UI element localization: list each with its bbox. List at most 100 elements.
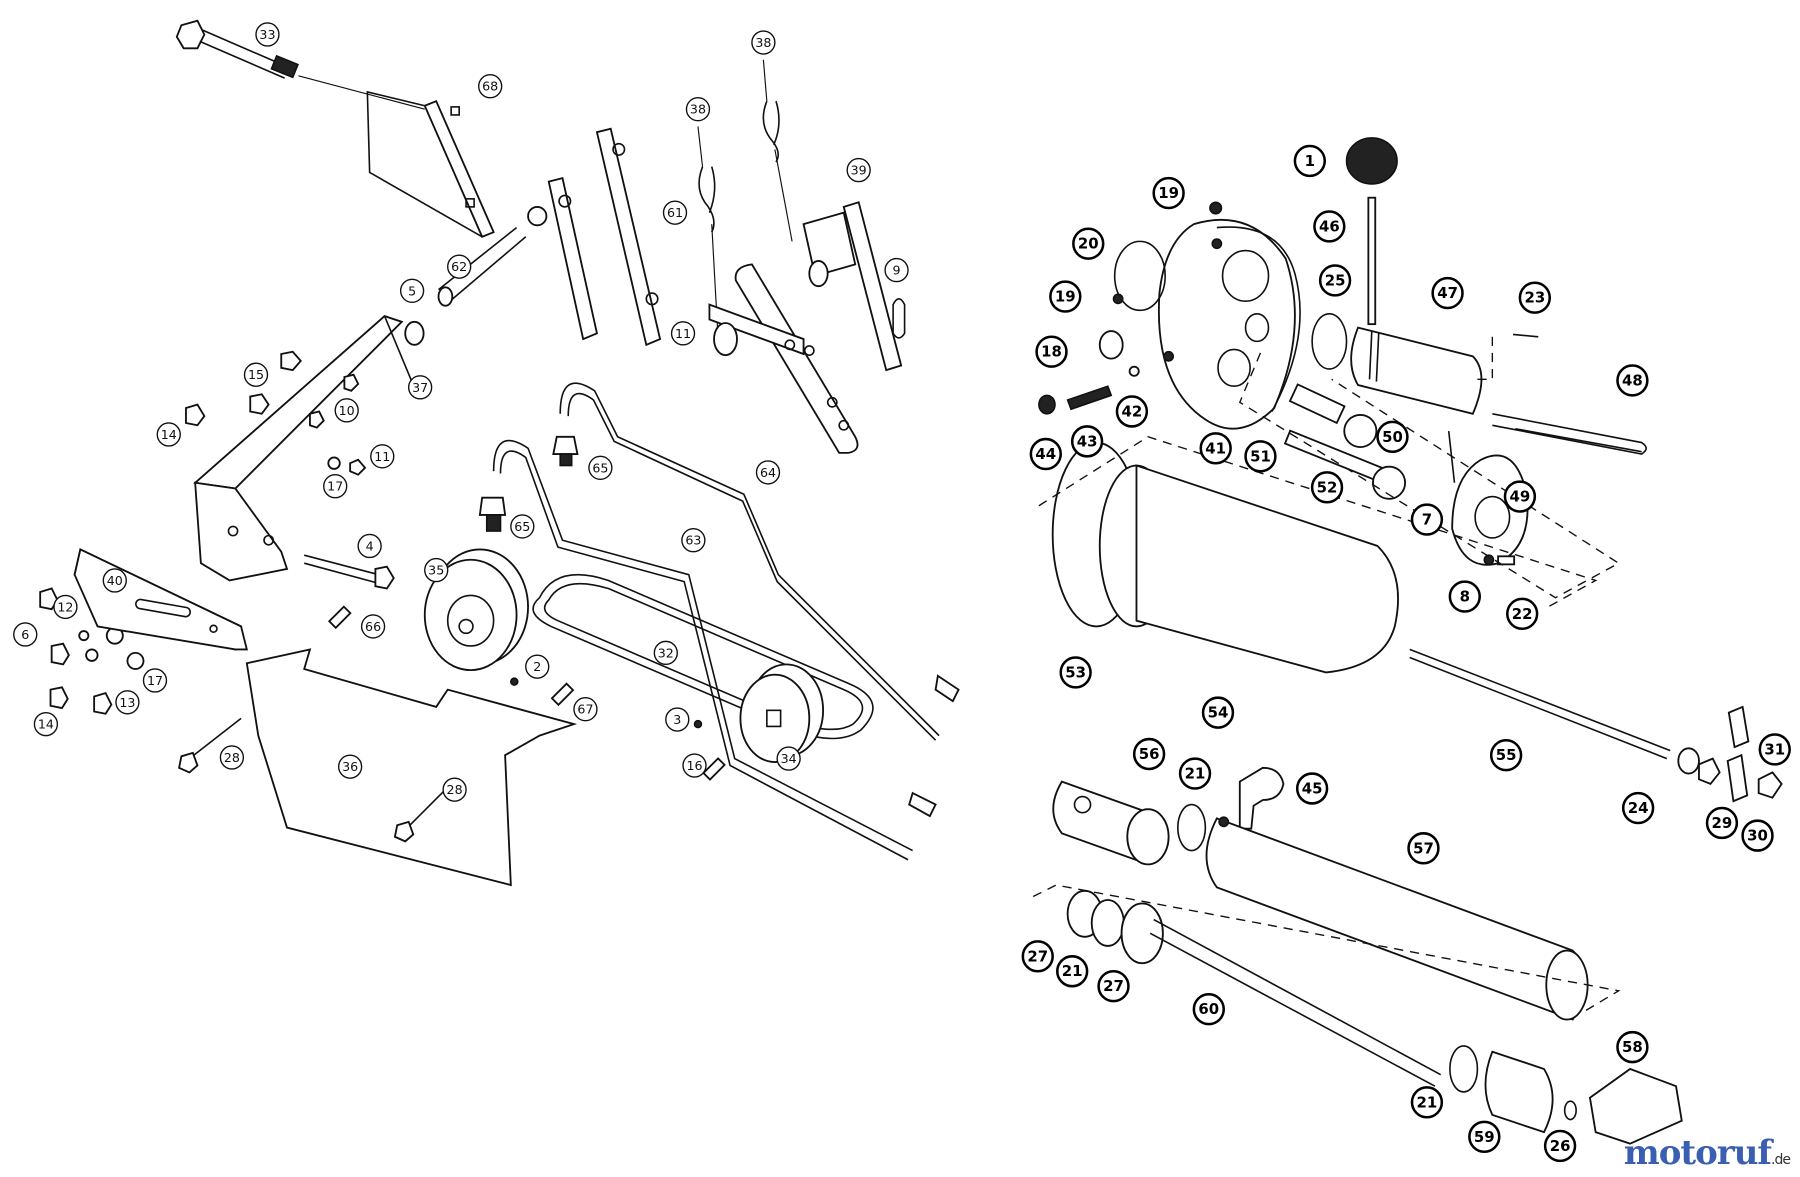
callout-number: 18 xyxy=(1041,343,1062,361)
cover-plate-49 xyxy=(1451,454,1529,566)
callout-circle xyxy=(1201,696,1235,729)
callout-circle xyxy=(1178,757,1212,790)
callout-circle xyxy=(884,257,909,283)
relief-valve-parts xyxy=(1038,201,1223,415)
callout-circle xyxy=(1431,276,1464,310)
callout-circle xyxy=(1059,656,1092,689)
callout-circle xyxy=(1616,364,1649,397)
callout-circle xyxy=(33,711,59,737)
callout-21: 21 xyxy=(1056,955,1089,988)
callout-number: 64 xyxy=(760,465,776,480)
callout-number: 14 xyxy=(161,427,177,442)
knob-1 xyxy=(1345,137,1398,185)
callout-13: 13 xyxy=(115,690,140,715)
callout-6: 6 xyxy=(13,622,38,647)
lever-assembly-39 xyxy=(708,201,906,454)
callout-circle xyxy=(776,746,801,771)
callout-circle xyxy=(447,254,472,279)
callout-circle xyxy=(219,745,245,770)
callout-circle xyxy=(1021,940,1054,973)
callout-59: 59 xyxy=(1468,1120,1501,1153)
callout-67: 67 xyxy=(573,697,598,722)
callout-29: 29 xyxy=(1705,806,1739,840)
callout-number: 4 xyxy=(366,538,374,553)
o-rings-20-25 xyxy=(1113,240,1348,370)
callout-number: 51 xyxy=(1250,447,1271,465)
callout-number: 5 xyxy=(408,283,416,298)
callout-17: 17 xyxy=(142,668,168,693)
callout-22: 22 xyxy=(1506,597,1539,630)
plate-68 xyxy=(366,90,495,238)
callout-12: 12 xyxy=(53,594,78,620)
callout-5: 5 xyxy=(399,278,425,303)
callout-number: 38 xyxy=(755,35,771,50)
callout-number: 21 xyxy=(1062,962,1083,980)
fittings-65 xyxy=(478,435,579,532)
watermark: motoruf.de xyxy=(1624,1133,1791,1173)
callout-52: 52 xyxy=(1310,471,1344,504)
callout-42: 42 xyxy=(1115,395,1149,428)
callout-7: 7 xyxy=(1410,503,1444,536)
callout-circle xyxy=(478,74,503,99)
callout-number: 50 xyxy=(1382,428,1403,446)
belt-32 xyxy=(532,573,874,740)
callout-circle xyxy=(681,528,706,553)
callout-2: 2 xyxy=(525,654,550,679)
callout-circle xyxy=(846,157,871,183)
callout-circle xyxy=(665,707,690,732)
callout-circle xyxy=(662,200,688,225)
callout-number: 19 xyxy=(1158,184,1179,202)
callout-number: 39 xyxy=(851,163,867,178)
callout-circle xyxy=(243,362,269,387)
callout-number: 12 xyxy=(57,599,73,614)
callout-number: 46 xyxy=(1319,217,1340,235)
callout-68: 68 xyxy=(478,74,503,99)
callout-circle xyxy=(360,614,386,639)
callout-circle xyxy=(1376,420,1409,453)
callout-circle xyxy=(442,777,467,802)
callout-number: 56 xyxy=(1139,745,1160,763)
callout-circle xyxy=(1115,395,1149,428)
callout-circle xyxy=(1310,471,1344,504)
callout-circle xyxy=(1506,597,1539,630)
callout-63: 63 xyxy=(681,528,706,553)
callout-number: 65 xyxy=(592,460,608,475)
callout-circle xyxy=(670,321,696,346)
callout-number: 32 xyxy=(658,645,674,660)
callout-circle xyxy=(407,375,433,400)
callout-circle xyxy=(1518,281,1552,314)
callout-circle xyxy=(1049,280,1082,313)
callout-number: 49 xyxy=(1510,488,1531,506)
callout-circle xyxy=(13,622,38,647)
callout-number: 47 xyxy=(1437,284,1458,302)
callout-number: 25 xyxy=(1325,271,1346,289)
callout-circle xyxy=(1132,737,1166,771)
callout-number: 38 xyxy=(690,102,706,117)
callout-circle xyxy=(399,278,425,303)
callout-44: 44 xyxy=(1029,437,1062,471)
callout-circle xyxy=(1293,144,1327,178)
callout-circle xyxy=(1468,1120,1501,1153)
callout-31: 31 xyxy=(1758,733,1791,766)
bolt-4 xyxy=(303,554,395,590)
callout-circle xyxy=(1410,503,1444,536)
callout-circle xyxy=(755,460,781,485)
callout-number: 6 xyxy=(21,627,29,642)
callout-number: 44 xyxy=(1035,445,1056,463)
callout-41: 41 xyxy=(1199,432,1232,465)
callout-number: 1 xyxy=(1305,152,1315,170)
gears-50-52 xyxy=(1283,383,1407,500)
pulley-35 xyxy=(423,548,529,672)
callout-56: 56 xyxy=(1132,737,1166,771)
callout-circle xyxy=(1616,1030,1649,1064)
handle-rod-46 xyxy=(1367,196,1377,326)
callout-number: 59 xyxy=(1474,1128,1495,1146)
pump-housing-41 xyxy=(1157,218,1301,430)
callout-number: 10 xyxy=(339,403,355,418)
callout-number: 58 xyxy=(1622,1038,1643,1056)
callout-number: 37 xyxy=(412,380,428,395)
callout-18: 18 xyxy=(1035,335,1068,368)
clips-48-23 xyxy=(1447,333,1647,483)
callout-circle xyxy=(1313,210,1346,243)
